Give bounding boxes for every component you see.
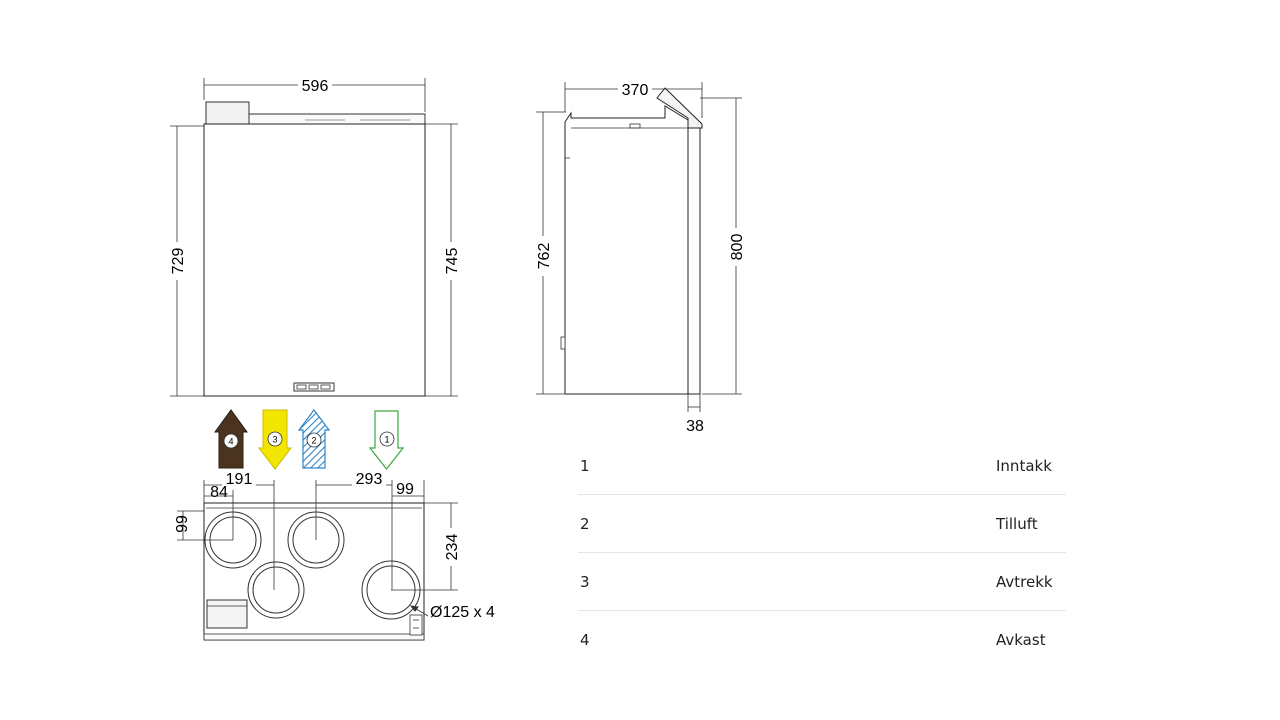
legend-label: Avtrekk [996,572,1053,591]
arrow-avtrekk: 3 [257,409,293,470]
dim-side-height-right: 800 [729,234,746,261]
dim-top-293: 293 [356,471,383,488]
dim-front-height-left: 729 [170,248,187,275]
legend-row: 3 Avtrekk [578,553,1066,611]
dim-top-84: 84 [210,484,228,501]
dim-side-height-left: 762 [536,243,553,270]
dim-top-234: 234 [444,534,461,561]
front-view [170,78,458,397]
legend-row: 2 Tilluft [578,495,1066,553]
arrow-avkast: 4 [214,409,248,469]
dim-front-height-right: 745 [444,248,461,275]
arrow-4-number: 4 [228,437,233,447]
legend-row: 1 Inntakk [578,437,1066,495]
arrow-2-number: 2 [311,436,316,446]
legend-label: Tilluft [996,514,1038,533]
arrow-3-number: 3 [272,435,277,445]
legend-number: 3 [580,572,590,591]
arrow-tilluft: 2 [297,409,331,469]
legend-label: Inntakk [996,456,1052,475]
arrow-1-number: 1 [384,435,389,445]
airflow-legend: 1 Inntakk 2 Tilluft 3 Avtrekk 4 Avkast [578,437,1066,669]
dim-duct-diameter: Ø125 x 4 [430,604,495,621]
dim-top-191: 191 [226,471,253,488]
legend-row: 4 Avkast [578,611,1066,669]
top-view [177,480,458,641]
legend-number: 2 [580,514,590,533]
legend-number: 4 [580,631,590,649]
legend-number: 1 [580,456,590,475]
dim-side-foot: 38 [686,418,704,435]
dim-top-99-right: 99 [396,481,414,498]
legend-label: Avkast [996,631,1046,649]
side-view [536,82,742,412]
dim-front-width: 596 [302,78,329,95]
airflow-arrows: 4 3 2 1 [214,409,405,470]
arrow-inntakk: 1 [368,410,405,470]
dim-top-99-left: 99 [174,515,191,533]
front-body [203,123,426,397]
dim-side-width: 370 [622,82,649,99]
duct-3 [247,561,305,619]
